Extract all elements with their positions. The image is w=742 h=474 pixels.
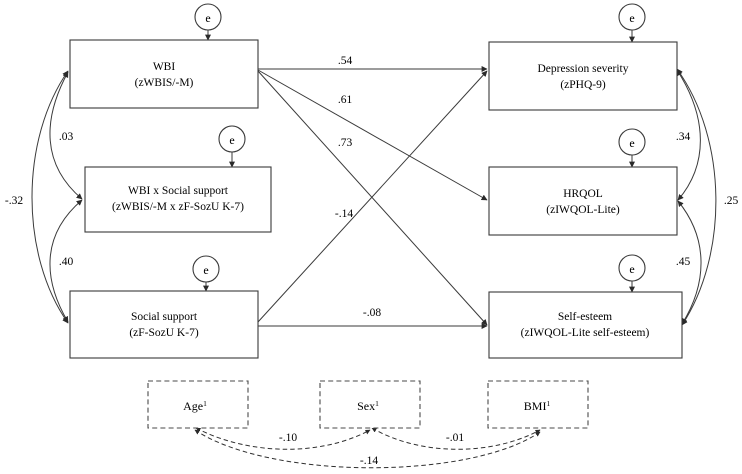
error-circle-wbi[interactable] (194, 3, 222, 31)
node-depression-label-line1: Depression severity (537, 63, 628, 75)
node-depression-label-line2: (zPHQ-9) (560, 79, 606, 91)
error-label-interaction: e (229, 133, 234, 147)
node-sex-label: Sex1 (357, 399, 379, 414)
left-covariance-group (31, 70, 83, 324)
node-hrqol[interactable]: HRQOL (zIWQOL-Lite) (488, 166, 678, 236)
cov-wbi-interaction (49, 71, 83, 200)
coef-hrqol-cov-self-esteem: .45 (676, 256, 691, 268)
node-bmi[interactable]: BMI1 (487, 380, 589, 429)
node-bmi-label: BMI1 (524, 399, 551, 414)
error-node-wbi[interactable]: e (194, 3, 222, 31)
error-node-social-support[interactable]: e (192, 255, 220, 283)
error-circle-self-esteem[interactable] (618, 254, 646, 282)
error-arrow-group (203, 30, 635, 293)
node-wbi-rect[interactable] (69, 39, 259, 109)
coef-wbi-to-hrqol: .61 (338, 94, 353, 106)
node-age-rect[interactable] (147, 380, 249, 429)
node-self-esteem-label-line2: (zIWQOL-Lite self-esteem) (521, 327, 650, 339)
error-node-interaction[interactable]: e (218, 125, 246, 153)
cov-age-bmi (194, 429, 541, 469)
node-self-esteem[interactable]: Self-esteem (zIWQOL-Lite self-esteem) (488, 291, 683, 359)
node-sex[interactable]: Sex1 (319, 380, 421, 429)
node-wbi[interactable]: WBI (zWBIS/-M) (69, 39, 259, 109)
cov-age-sex (195, 427, 371, 450)
node-hrqol-rect[interactable] (488, 166, 678, 236)
path-wbi-to-hrqol (257, 69, 488, 201)
node-interaction-label-line1: WBI x Social support (128, 185, 229, 197)
coefficient-label-group: .54 .61 .73 -.14 -.08 .03 -.32 .40 .34 .… (5, 55, 739, 467)
node-hrqol-label-line2: (zIWQOL-Lite) (546, 204, 620, 216)
error-node-self-esteem[interactable]: e (618, 254, 646, 282)
coef-wbi-to-self-esteem: .73 (338, 137, 353, 149)
error-circle-interaction[interactable] (218, 125, 246, 153)
coef-social-to-self-esteem: -.08 (363, 307, 381, 319)
coef-depression-cov-hrqol: .34 (676, 131, 691, 143)
error-node-depression[interactable]: e (618, 3, 646, 31)
covariate-covariance-group (194, 427, 541, 469)
right-covariance-group (676, 68, 717, 326)
path-wbi-to-self-esteem (257, 70, 488, 326)
error-label-depression: e (629, 11, 634, 25)
node-wbi-label-line2: (zWBIS/-M) (135, 77, 194, 89)
node-age[interactable]: Age1 (147, 380, 249, 429)
node-social-support-rect[interactable] (69, 290, 259, 359)
error-circle-depression[interactable] (618, 3, 646, 31)
cov-interaction-social (49, 199, 83, 323)
coef-sex-cov-bmi: -.01 (446, 432, 464, 444)
node-age-label: Age1 (183, 399, 207, 414)
coef-wbi-cov-interaction: .03 (59, 131, 74, 143)
node-self-esteem-label-line1: Self-esteem (558, 311, 612, 323)
node-interaction-label-line2: (zWBIS/-M x zF-SozU K-7) (112, 201, 244, 213)
node-bmi-rect[interactable] (487, 380, 589, 429)
node-social-support[interactable]: Social support (zF-SozU K-7) (69, 290, 259, 359)
cov-wbi-social (31, 70, 69, 324)
error-node-hrqol[interactable]: e (618, 128, 646, 156)
node-sex-rect[interactable] (319, 380, 421, 429)
coef-age-cov-sex: -.10 (279, 432, 297, 444)
error-label-social-support: e (203, 263, 208, 277)
directed-path-group (257, 66, 488, 329)
coef-interaction-cov-social: .40 (59, 256, 74, 268)
node-social-support-label-line2: (zF-SozU K-7) (129, 327, 198, 339)
node-social-support-label-line1: Social support (131, 311, 198, 323)
coef-depression-cov-self-esteem: .25 (724, 195, 739, 207)
node-hrqol-label-line1: HRQOL (563, 188, 603, 200)
coef-social-to-depression: -.14 (335, 208, 353, 220)
error-label-wbi: e (205, 11, 210, 25)
node-interaction-rect[interactable] (84, 166, 272, 233)
error-circle-hrqol[interactable] (618, 128, 646, 156)
path-social-to-depression (257, 70, 488, 323)
node-wbi-label-line1: WBI (153, 61, 176, 73)
node-interaction[interactable]: WBI x Social support (zWBIS/-M x zF-SozU… (84, 166, 272, 233)
node-depression[interactable]: Depression severity (zPHQ-9) (488, 41, 678, 111)
coef-age-cov-bmi: -.14 (360, 455, 378, 467)
error-circle-social-support[interactable] (192, 255, 220, 283)
cov-depression-self-esteem (676, 68, 717, 326)
node-depression-rect[interactable] (488, 41, 678, 111)
error-label-hrqol: e (629, 136, 634, 150)
coef-wbi-to-depression: .54 (338, 55, 353, 67)
coef-wbi-cov-social: -.32 (5, 195, 23, 207)
error-label-self-esteem: e (629, 262, 634, 276)
node-self-esteem-rect[interactable] (488, 291, 683, 359)
